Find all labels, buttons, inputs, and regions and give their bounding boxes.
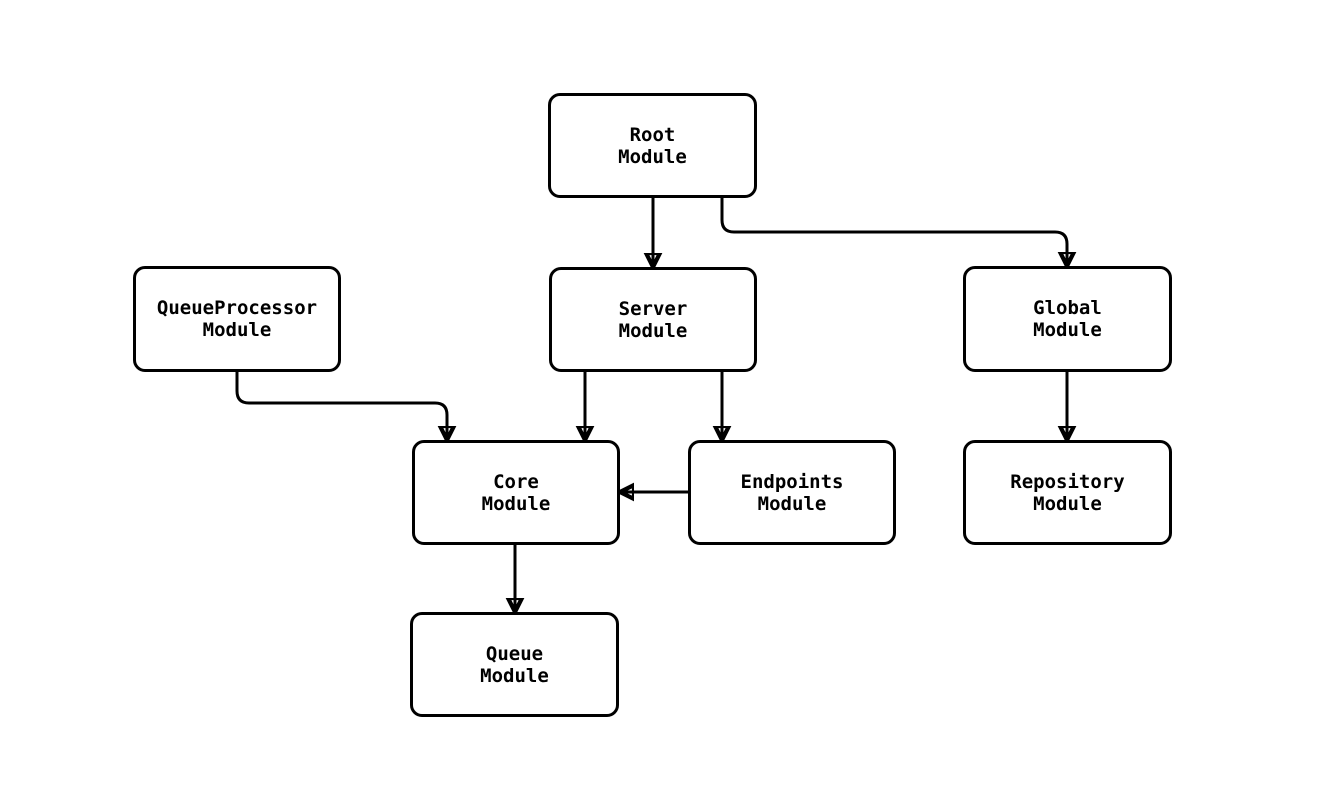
node-root-module: Root Module — [548, 93, 757, 198]
node-repository-module: Repository Module — [963, 440, 1172, 545]
node-queueprocessor-module: QueueProcessor Module — [133, 266, 341, 372]
node-queueprocessor-module-label: QueueProcessor Module — [156, 297, 318, 341]
node-server-module-label: Server Module — [618, 297, 688, 342]
node-global-module-label: Global Module — [1033, 297, 1102, 341]
node-queue-module: Queue Module — [410, 612, 619, 717]
node-endpoints-module-label: Endpoints Module — [740, 470, 844, 515]
node-global-module: Global Module — [963, 266, 1172, 372]
node-repository-module-label: Repository Module — [1010, 470, 1125, 515]
node-core-module: Core Module — [412, 440, 620, 545]
edge-queueprocessor-to-core — [235, 372, 447, 440]
edge-root-to-global — [720, 198, 1067, 266]
node-server-module: Server Module — [549, 267, 757, 372]
node-root-module-label: Root Module — [618, 123, 687, 168]
node-queue-module-label: Queue Module — [480, 642, 549, 687]
node-endpoints-module: Endpoints Module — [688, 440, 896, 545]
node-core-module-label: Core Module — [481, 470, 551, 515]
